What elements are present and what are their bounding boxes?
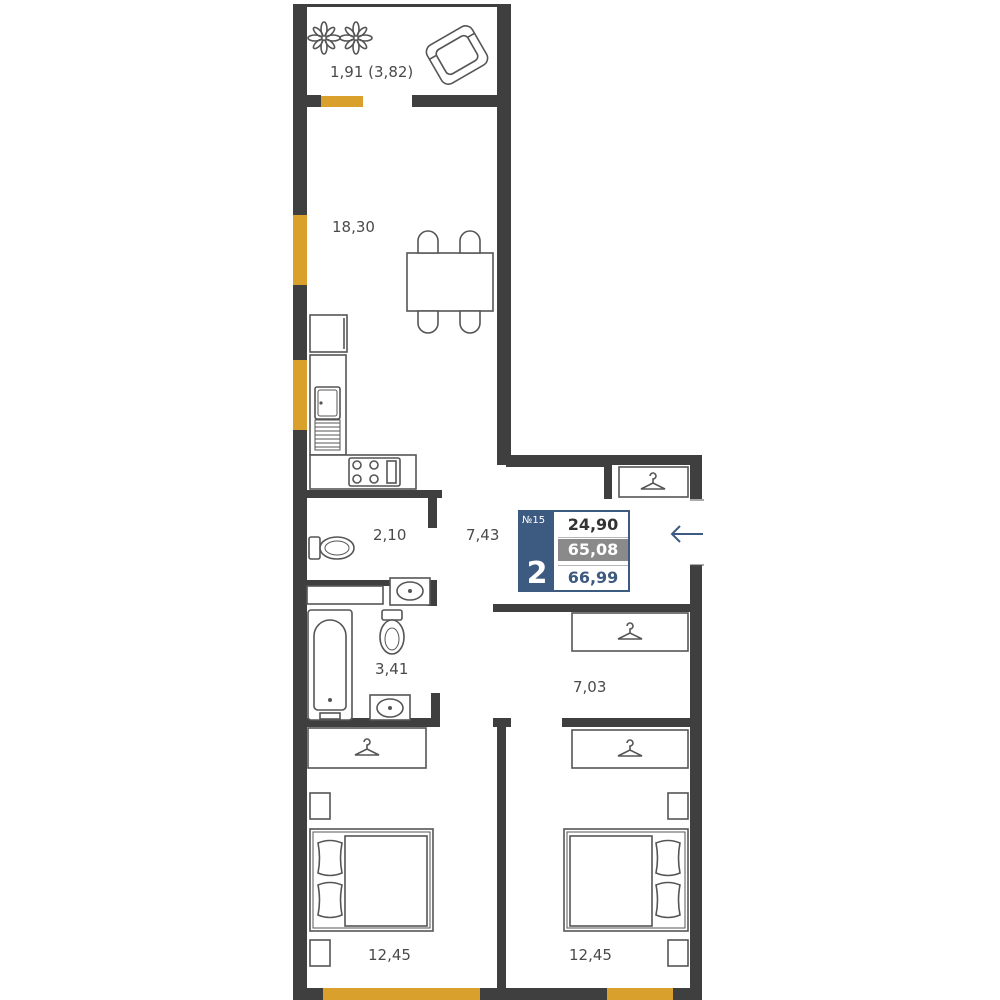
wall-step-inner bbox=[506, 465, 606, 467]
walls bbox=[293, 4, 702, 1000]
balcony-wall-left bbox=[293, 4, 307, 108]
rooms-count: 2 bbox=[526, 556, 548, 591]
entry-arrow-icon bbox=[670, 525, 703, 543]
wardrobe-hanger-icon bbox=[617, 739, 643, 757]
area-bedroom-left: 12,45 bbox=[368, 946, 411, 964]
outer-wall-right-top bbox=[690, 455, 702, 499]
partition-balcony-b bbox=[412, 95, 511, 107]
window-balcony-door bbox=[321, 96, 363, 107]
bathtub-icon bbox=[307, 609, 353, 721]
washbasin-icon bbox=[389, 577, 431, 606]
wall-step bbox=[497, 455, 702, 465]
nightstand-icon bbox=[667, 792, 689, 967]
window-living bbox=[293, 215, 307, 285]
info-badge-sidebar: №15 2 bbox=[520, 512, 554, 591]
area-bedroom-right: 12,45 bbox=[569, 946, 612, 964]
wardrobe-hanger-icon bbox=[640, 472, 666, 490]
wall-bath-right-b bbox=[431, 693, 440, 724]
dining-table-icon bbox=[406, 252, 494, 312]
wardrobe-hanger-icon bbox=[354, 738, 380, 756]
wall-toilet-top bbox=[293, 490, 442, 498]
fridge-icon bbox=[309, 314, 348, 353]
area-storage: 7,03 bbox=[573, 678, 606, 696]
area-labels: 1,91 (3,82) 18,30 2,10 7,43 3,41 7,03 12… bbox=[330, 63, 612, 964]
wall-storage-top bbox=[493, 604, 702, 612]
sink-icon bbox=[314, 386, 341, 451]
nightstand-icon bbox=[309, 792, 331, 967]
area-without-balcony-value: 65,08 bbox=[558, 539, 628, 561]
armchair-icon bbox=[425, 25, 489, 85]
area-toilet: 2,10 bbox=[373, 526, 406, 544]
wall-bath-right-a bbox=[428, 580, 437, 606]
stove-icon bbox=[348, 457, 401, 487]
balcony-rail-top bbox=[293, 4, 501, 7]
outer-wall-right bbox=[690, 565, 702, 1000]
wall-niche bbox=[604, 465, 612, 499]
living-area-value: 24,90 bbox=[558, 513, 628, 538]
wall-bedroom-cap bbox=[493, 718, 511, 727]
outer-wall-left bbox=[293, 95, 307, 1000]
plant-icon bbox=[307, 21, 373, 55]
chair-icon bbox=[417, 230, 481, 334]
wardrobe-top bbox=[618, 466, 689, 498]
window-bedroom-left bbox=[323, 988, 480, 1000]
wardrobe-storage bbox=[571, 612, 689, 652]
wall-storage-bottom bbox=[562, 718, 702, 727]
toilet-icon bbox=[308, 536, 355, 560]
wardrobe-bedroom-right bbox=[571, 729, 689, 769]
area-living-kitchen: 18,30 bbox=[332, 218, 375, 236]
toilet-icon bbox=[379, 609, 405, 655]
balcony-wall-right bbox=[497, 4, 511, 108]
total-area-value: 66,99 bbox=[558, 565, 628, 590]
wall-toilet-bottom bbox=[293, 580, 437, 586]
area-balcony: 1,91 (3,82) bbox=[330, 63, 413, 81]
window-kitchen bbox=[293, 360, 307, 430]
windows bbox=[293, 96, 673, 1000]
apartment-info-badge: №15 2 24,90 65,08 66,99 bbox=[518, 510, 630, 592]
living-wall-right bbox=[497, 95, 511, 460]
wardrobe-bedroom-left bbox=[307, 727, 427, 769]
pillow-icon bbox=[655, 839, 681, 919]
wardrobe-hanger-icon bbox=[617, 622, 643, 640]
pillow-icon bbox=[317, 839, 343, 919]
wall-bath-bottom bbox=[293, 718, 440, 727]
area-bathroom: 3,41 bbox=[375, 660, 408, 678]
partition-line bbox=[306, 585, 384, 605]
area-hallway: 7,43 bbox=[466, 526, 499, 544]
bed-icon bbox=[563, 828, 689, 932]
bed-icon bbox=[309, 828, 434, 932]
wall-bedroom-divider bbox=[497, 727, 506, 1000]
window-bedroom-right bbox=[607, 988, 673, 1000]
entry-door bbox=[690, 499, 704, 566]
apartment-number: №15 bbox=[522, 515, 546, 526]
washbasin-icon bbox=[369, 694, 411, 721]
wall-toilet-right bbox=[428, 490, 437, 528]
